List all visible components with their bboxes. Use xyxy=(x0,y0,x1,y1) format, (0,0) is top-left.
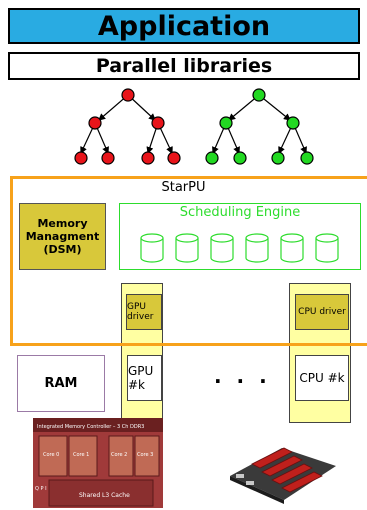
core-label: Core 0 xyxy=(43,452,59,458)
queue-cylinder xyxy=(140,233,164,263)
task-node xyxy=(271,151,285,165)
core-label: Core 3 xyxy=(137,452,153,458)
core-label: Core 2 xyxy=(111,452,127,458)
queue-cylinder xyxy=(315,233,339,263)
task-graphs xyxy=(74,88,314,165)
task-node xyxy=(88,116,102,130)
graphics-card xyxy=(281,471,323,493)
board-component xyxy=(246,481,254,485)
application-label: Application xyxy=(97,10,271,42)
core-label: Core 1 xyxy=(73,452,89,458)
scheduling-engine-box xyxy=(119,203,361,270)
memory-management-box: Memory Managment (DSM) xyxy=(19,203,106,270)
memory-label-line: Managment xyxy=(25,230,100,243)
task-node xyxy=(300,151,314,165)
shared-cache-label: Shared L3 Cache xyxy=(79,492,130,499)
task-node xyxy=(121,88,135,102)
queue-cylinder xyxy=(280,233,304,263)
task-node xyxy=(151,116,165,130)
graphics-card xyxy=(271,463,313,485)
application-layer: Application xyxy=(8,8,360,44)
graphics-card xyxy=(251,447,293,469)
parallel-libraries-label: Parallel libraries xyxy=(95,55,273,77)
core-block xyxy=(68,435,98,477)
cpu-driver-label: CPU driver xyxy=(298,307,346,317)
memory-label-line: (DSM) xyxy=(43,243,82,256)
task-node xyxy=(233,151,247,165)
gpu-driver-label: GPU driver xyxy=(127,302,154,322)
parallel-libraries-layer: Parallel libraries xyxy=(8,52,360,80)
green-task-tree xyxy=(205,88,314,165)
task-node xyxy=(141,151,155,165)
memory-label-line: Memory xyxy=(37,217,88,230)
starpu-runtime-box xyxy=(10,176,367,346)
queue-cylinder xyxy=(210,233,234,263)
task-node xyxy=(74,151,88,165)
task-node xyxy=(205,151,219,165)
shared-cache-block xyxy=(48,479,154,507)
queue-cylinder xyxy=(175,233,199,263)
cpu-die-photo: Integrated Memory Controller – 3 Ch DDR3… xyxy=(33,418,163,508)
ellipsis: . . . xyxy=(214,364,271,388)
red-task-tree xyxy=(74,88,181,165)
qpi-label: Q P I xyxy=(35,486,47,492)
ram-label: RAM xyxy=(44,376,78,391)
task-node xyxy=(101,151,115,165)
cpu-unit-label: CPU #k xyxy=(299,371,345,385)
gpu-driver-box: GPU driver xyxy=(126,294,162,330)
core-block xyxy=(108,435,134,477)
starpu-label: StarPU xyxy=(161,180,206,195)
gpu-unit-box: GPU #k xyxy=(127,355,162,401)
task-node xyxy=(252,88,266,102)
scheduling-engine-label: Scheduling Engine xyxy=(179,205,301,220)
core-block xyxy=(134,435,160,477)
gpu-unit-label: GPU #k xyxy=(128,364,154,392)
core-block xyxy=(38,435,68,477)
cpu-unit-box: CPU #k xyxy=(295,355,349,401)
queue-cylinder xyxy=(245,233,269,263)
graphics-card xyxy=(261,455,303,477)
task-node xyxy=(286,116,300,130)
cpu-driver-box: CPU driver xyxy=(295,294,349,330)
gpu-board-photo xyxy=(230,447,336,504)
cpu-die-header: Integrated Memory Controller – 3 Ch DDR3 xyxy=(37,424,144,430)
task-node xyxy=(219,116,233,130)
task-node xyxy=(167,151,181,165)
ram-box: RAM xyxy=(17,355,105,412)
board-component xyxy=(236,474,244,478)
